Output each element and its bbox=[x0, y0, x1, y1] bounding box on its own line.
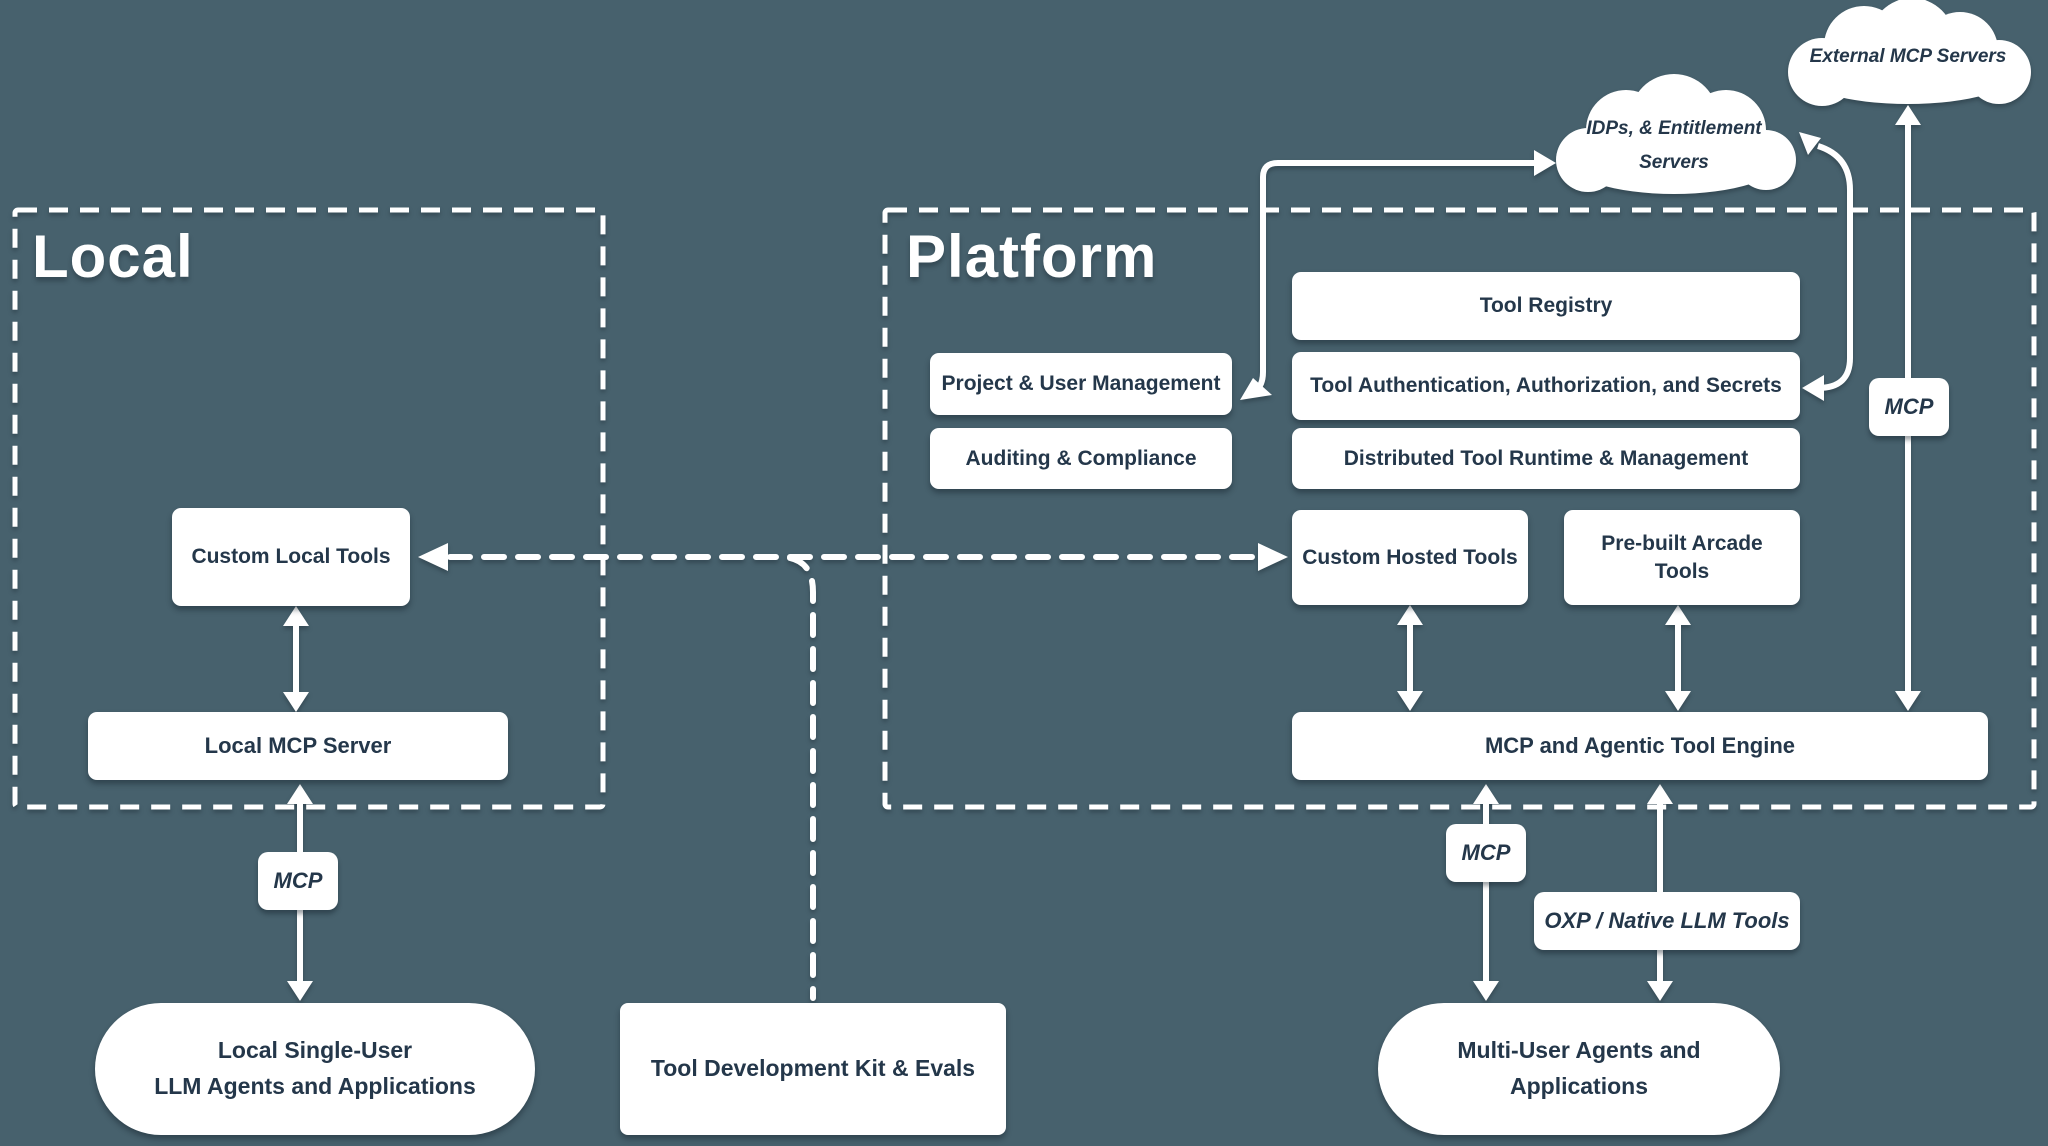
idps-cloud-label-line2: Servers bbox=[1639, 152, 1709, 173]
custom-local-tools-box: Custom Local Tools bbox=[172, 508, 410, 606]
arrow-prebuilt-to-engine bbox=[1665, 605, 1691, 711]
local-region-title: Local bbox=[32, 223, 194, 290]
distributed-runtime-box: Distributed Tool Runtime & Management bbox=[1292, 428, 1800, 489]
auditing-compliance-box: Auditing & Compliance bbox=[930, 428, 1232, 489]
mcp-badge-platform: MCP bbox=[1446, 824, 1526, 882]
project-user-management-box: Project & User Management bbox=[930, 353, 1232, 415]
idps-cloud-label-line1: IDPs, & Entitlement bbox=[1586, 118, 1762, 139]
platform-region-title: Platform bbox=[906, 223, 1158, 290]
tool-development-kit-box: Tool Development Kit & Evals bbox=[620, 1003, 1006, 1135]
platform-region-border bbox=[882, 207, 2037, 810]
oxp-native-llm-tools-badge: OXP / Native LLM Tools bbox=[1534, 892, 1800, 950]
mcp-badge-external: MCP bbox=[1869, 378, 1949, 436]
dashed-branch-to-tdk bbox=[787, 555, 816, 1001]
arrow-idps-to-tool-auth bbox=[1799, 132, 1853, 401]
multi-user-agents-line2: Applications bbox=[1509, 1073, 1648, 1099]
arrow-engine-to-multi-agents-mcp bbox=[1473, 784, 1499, 1001]
tool-registry-box: Tool Registry bbox=[1292, 272, 1800, 340]
tool-auth-box: Tool Authentication, Authorization, and … bbox=[1292, 352, 1800, 420]
multi-user-agents-line1: Multi-User Agents and bbox=[1457, 1037, 1701, 1064]
arrow-custom-local-to-mcp-server bbox=[283, 606, 309, 712]
multi-user-agents-pill: Multi-User Agents and Applications bbox=[1378, 1003, 1780, 1135]
arrow-custom-hosted-to-engine bbox=[1397, 605, 1423, 711]
arrow-custom-local-to-custom-hosted bbox=[418, 543, 1288, 571]
arrow-project-mgmt-to-idps bbox=[1240, 150, 1556, 400]
idps-cloud-label: IDPs, & Entitlement Servers bbox=[1554, 112, 1794, 180]
external-mcp-cloud-label: External MCP Servers bbox=[1809, 46, 2007, 67]
external-mcp-cloud-icon bbox=[1788, 0, 2031, 106]
local-agents-line1: Local Single-User bbox=[217, 1037, 413, 1064]
idps-cloud-icon bbox=[1556, 74, 1796, 194]
custom-hosted-tools-box: Custom Hosted Tools bbox=[1292, 510, 1528, 605]
prebuilt-arcade-tools-box: Pre-built Arcade Tools bbox=[1564, 510, 1800, 605]
local-region-border bbox=[12, 207, 606, 810]
mcp-badge-local: MCP bbox=[258, 852, 338, 910]
local-agents-line2: LLM Agents and Applications bbox=[154, 1073, 476, 1099]
local-mcp-server-box: Local MCP Server bbox=[88, 712, 508, 780]
mcp-agentic-engine-box: MCP and Agentic Tool Engine bbox=[1292, 712, 1988, 780]
local-agents-pill: Local Single-User LLM Agents and Applica… bbox=[95, 1003, 535, 1135]
